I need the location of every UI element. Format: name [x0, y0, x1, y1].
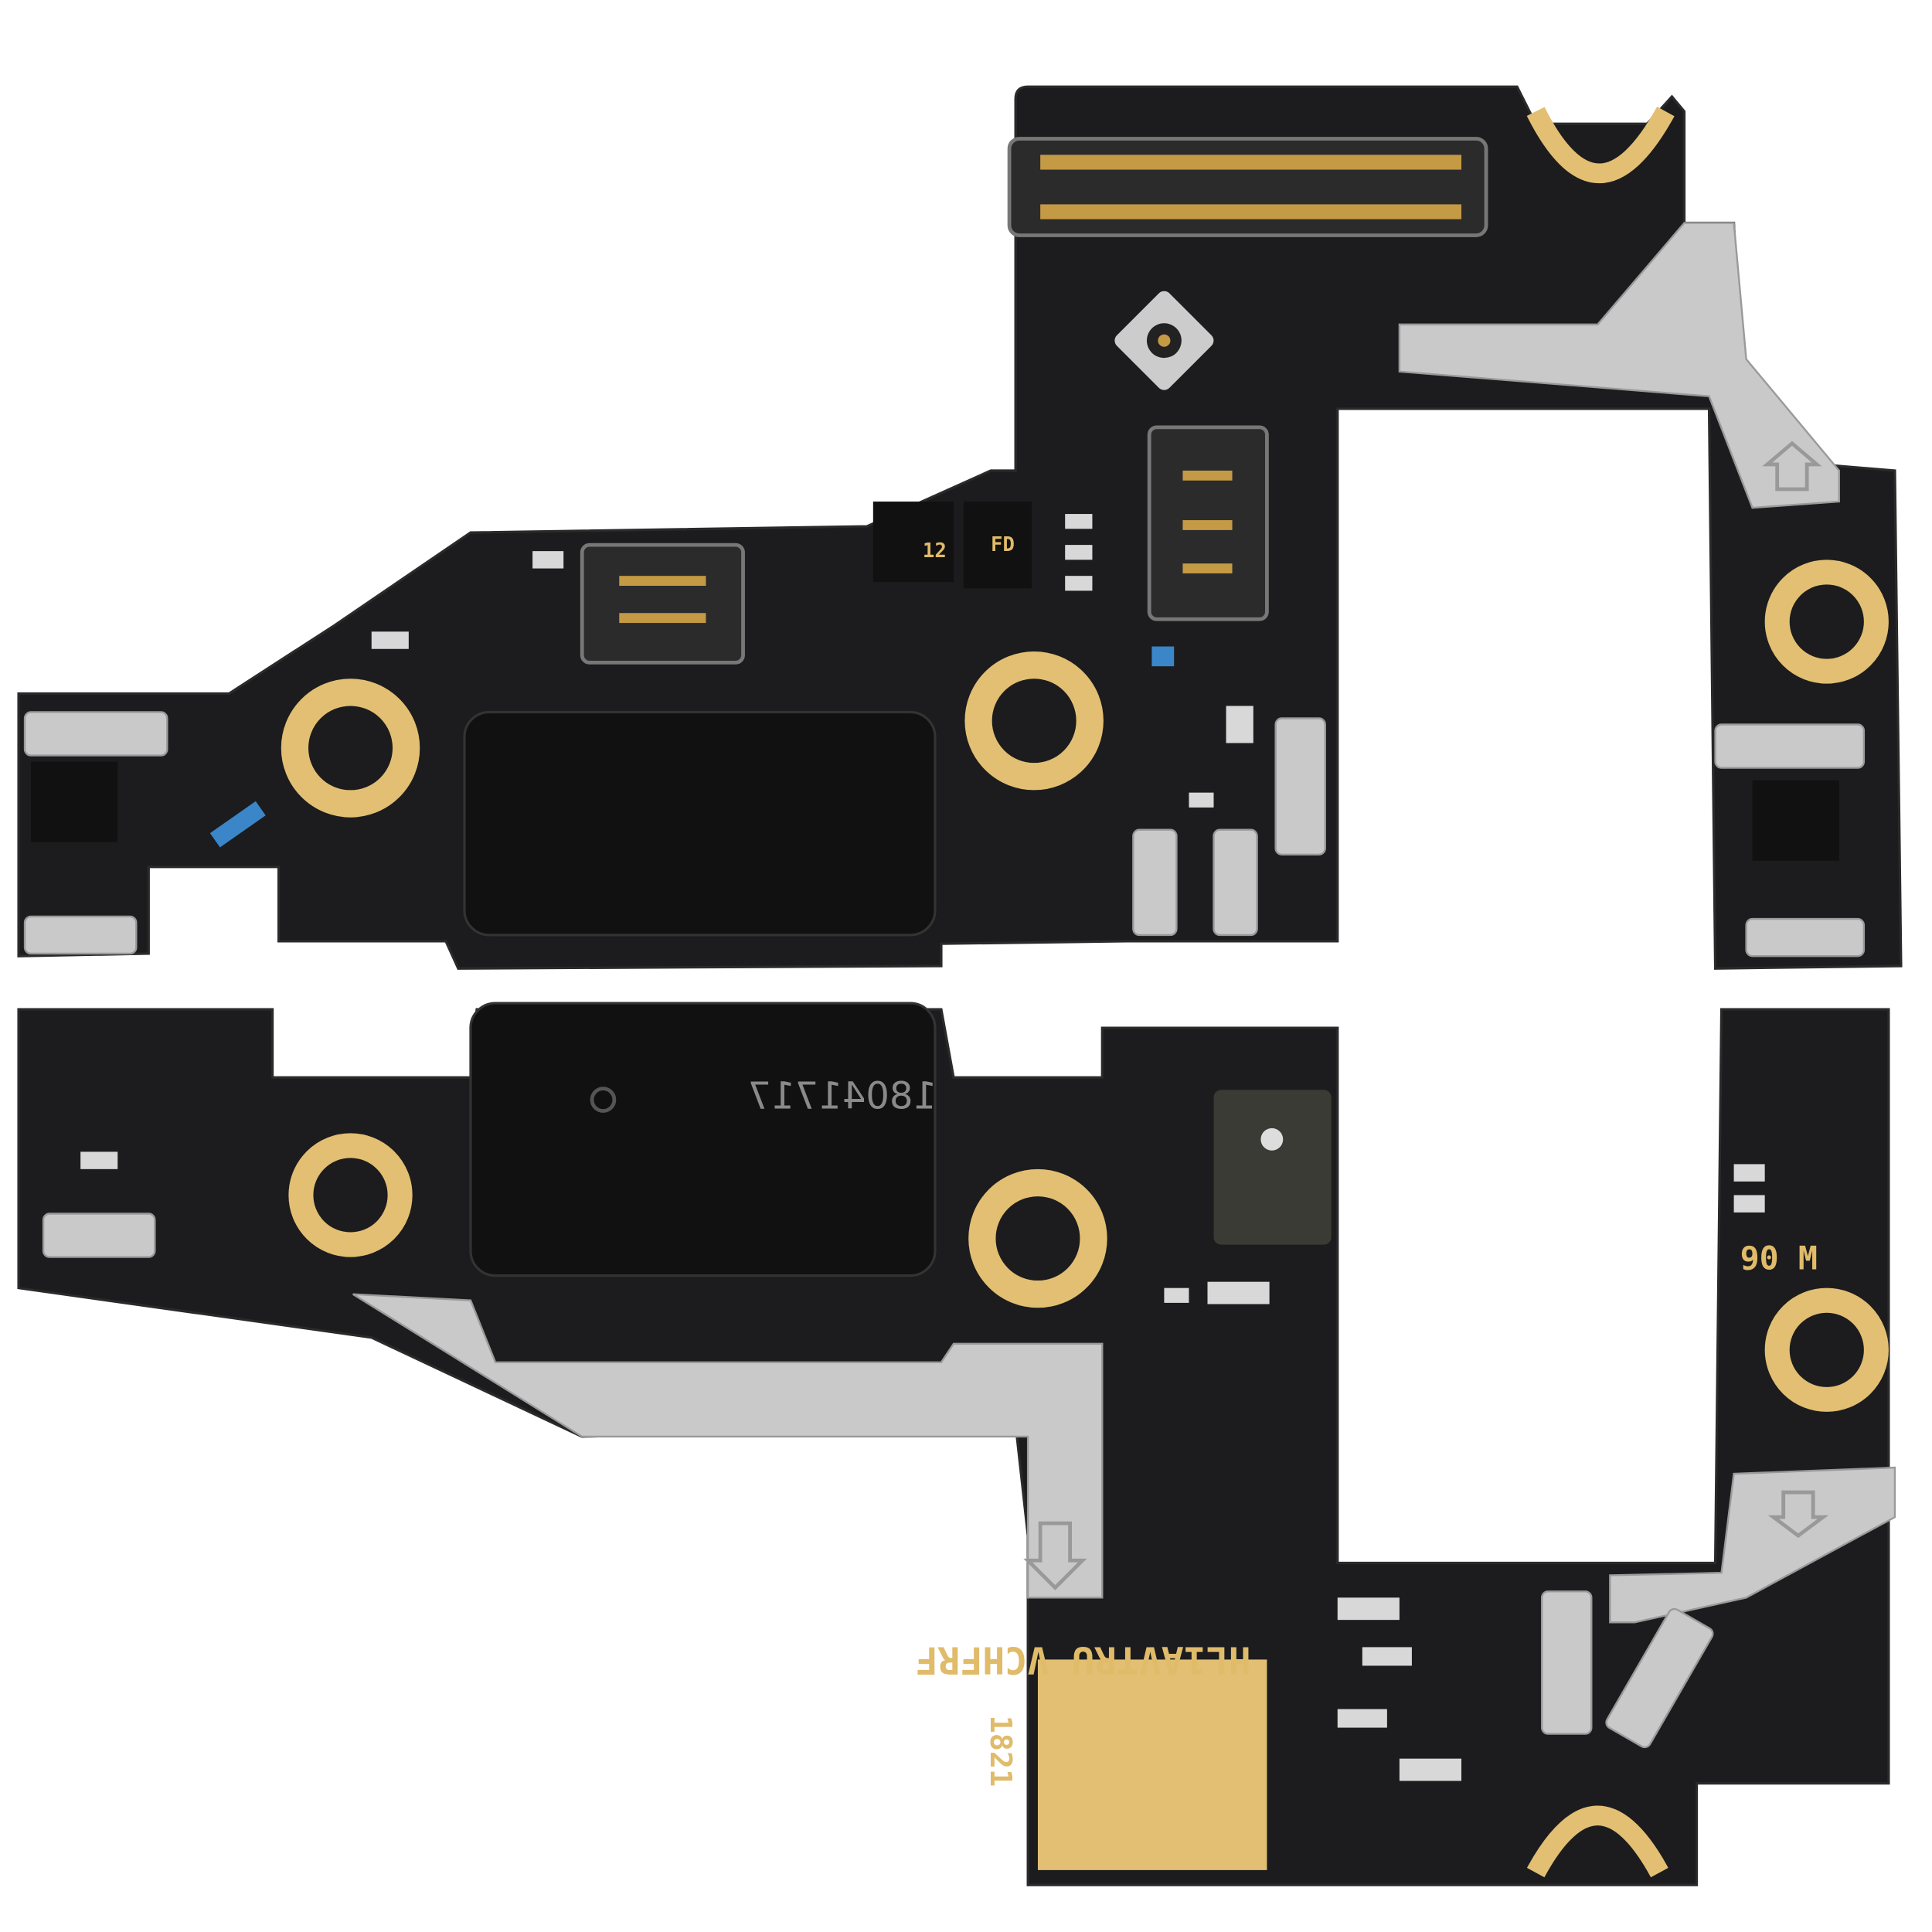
port-logo-circle: [590, 1087, 617, 1113]
usb-c-port-top: [463, 710, 937, 937]
usb-c-port-bottom: [469, 1002, 937, 1277]
chip-left: [872, 502, 954, 583]
spring-contacts: [23, 711, 1866, 1749]
connector-pins: [1040, 155, 1462, 219]
gold-ground-pad: [1037, 1659, 1267, 1870]
steel-stiffener-bottom-right: [1609, 1466, 1896, 1624]
top-board: [17, 85, 1903, 970]
chip-left-edge: [31, 761, 118, 842]
small-connector-left: [580, 543, 745, 665]
small-connector-pins: [619, 470, 1233, 624]
microphone-module: [1213, 1090, 1332, 1245]
steel-stiffener-top-right: [1398, 222, 1841, 509]
board-code: HL1AVTRU VCHFRF: [916, 1638, 1251, 1681]
mounting-rings: [281, 107, 1889, 1878]
arrow-icons: [1023, 440, 1829, 1590]
board-to-board-connector: [1007, 137, 1488, 237]
smd-components: [80, 514, 1765, 1781]
steel-stiffener-bottom-left: [352, 1293, 1104, 1599]
microphone-hole: [1260, 1128, 1284, 1151]
board-rev: 90 M: [1740, 1240, 1818, 1277]
chip-right: [963, 502, 1032, 589]
antenna-connector: [1114, 291, 1214, 390]
port-date-code: 18041717: [747, 1074, 937, 1117]
board-serial: 1821: [983, 1716, 1018, 1787]
chip-mark-2: FD: [991, 533, 1015, 556]
chip-mark-1: 12: [923, 539, 947, 563]
chip-right-edge: [1752, 780, 1839, 861]
bottom-board: [17, 1008, 1890, 1886]
